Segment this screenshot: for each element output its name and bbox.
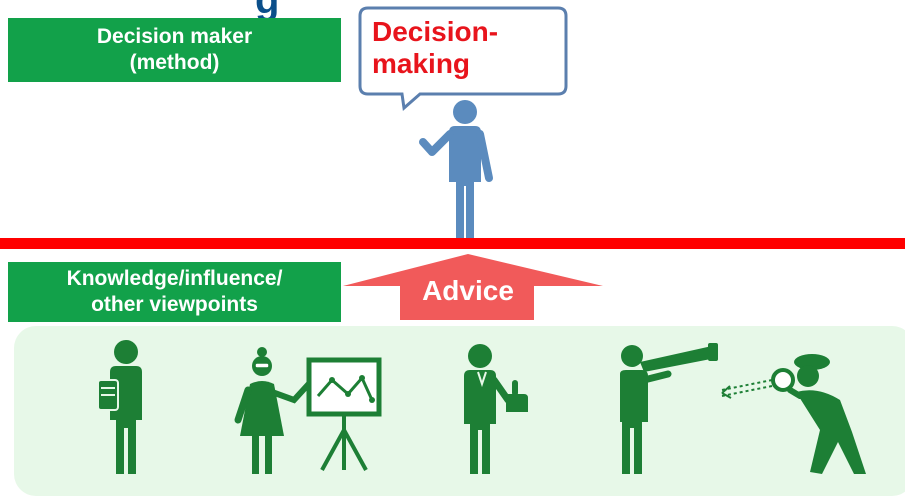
bubble-line-2: making — [372, 48, 471, 79]
knowledge-line-1: Knowledge/influence/ — [66, 267, 283, 290]
telescope-observer-icon — [620, 343, 718, 474]
decision-maker-label: Decision maker (method) — [8, 18, 341, 82]
red-divider-line — [0, 238, 905, 249]
decision-maker-line-1: Decision maker — [96, 25, 253, 48]
advice-label: Advice — [422, 275, 514, 306]
reader-with-book-icon — [97, 340, 142, 474]
knowledge-label: Knowledge/influence/ other viewpoints — [8, 262, 341, 322]
speech-bubble-text: Decision- making — [372, 16, 532, 80]
speech-bubble-icon — [358, 6, 568, 111]
bubble-line-1: Decision- — [372, 16, 499, 47]
detective-with-magnifier-icon — [721, 354, 866, 474]
advisors-panel — [14, 326, 905, 496]
advice-arrow-icon — [343, 254, 603, 320]
knowledge-line-2: other viewpoints — [91, 293, 258, 316]
thumbs-up-person-icon — [464, 344, 528, 474]
decision-maker-person-icon — [419, 100, 493, 238]
presenter-with-chart-icon — [234, 347, 382, 474]
decision-maker-line-2: (method) — [129, 51, 220, 74]
title-fragment: g — [255, 0, 280, 22]
